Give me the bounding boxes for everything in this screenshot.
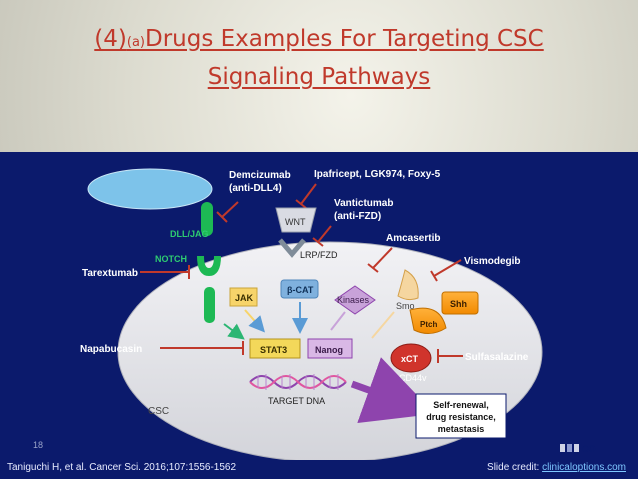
notch-receptor-stem (204, 287, 215, 323)
sulfasalazine-label: Sulfasalazine (465, 352, 529, 363)
page-number: 18 (33, 440, 44, 450)
target-dna-label: TARGET DNA (268, 396, 325, 406)
beta-cat-box (280, 279, 319, 299)
logo-text: CO (582, 444, 596, 454)
clinical-options-logo: CO (560, 444, 596, 454)
credit-label: Slide credit: (487, 462, 543, 473)
dll-jag-ligand (201, 202, 213, 236)
shh-box (441, 291, 479, 315)
demcizumab-label: Demcizumab (229, 170, 291, 181)
sulfasalazine-inhibitor (437, 349, 463, 363)
demcizumab-inhibitor (216, 201, 239, 223)
jak-label: JAK (235, 293, 254, 303)
napabucasin-label: Napabucasin (80, 344, 142, 355)
smo-receptor (397, 269, 419, 301)
kinases-label: Kinases (337, 295, 370, 305)
footer-bar (0, 460, 638, 479)
xct-label: xCT (401, 354, 419, 364)
title-line2: Signaling Pathways (207, 64, 431, 90)
notch-receptor-cup (197, 256, 221, 276)
stat3-box (249, 338, 301, 359)
neighbor-cell (87, 168, 213, 210)
lrp-fzd-label: LRP/FZD (300, 250, 338, 260)
ipafricept-label: Ipafricept, LGK974, Foxy-5 (314, 169, 441, 180)
csc-label: CSC (148, 406, 169, 417)
ptch-label: Ptch (420, 320, 437, 329)
outcome-line2: drug resistance, (426, 412, 496, 422)
nanog-label: Nanog (315, 345, 343, 355)
slide-title: (4)(a)Drugs Examples For Targeting CSC S… (0, 22, 638, 94)
vantictumab-label: Vantictumab (334, 198, 393, 209)
vantictumab-inhibitor (312, 225, 332, 247)
vismodegib-label: Vismodegib (464, 256, 521, 267)
ptch-receptor (409, 307, 447, 334)
kinases-box (334, 285, 376, 315)
napabucasin-inhibitor (160, 341, 244, 355)
nanog-box (307, 338, 353, 359)
stat3-label: STAT3 (260, 345, 287, 355)
notch-arrow (223, 323, 245, 340)
title-line1: Drugs Examples For Targeting CSC (145, 26, 544, 52)
title-prefix: (4) (94, 26, 127, 52)
shh-label: Shh (450, 299, 467, 309)
smo-arrow (371, 311, 395, 339)
kinases-arrow (330, 311, 346, 331)
notch-label: NOTCH (155, 254, 187, 264)
outcome-line1: Self-renewal, (433, 400, 489, 410)
tarextumab-inhibitor (140, 265, 190, 279)
dna-helix (249, 374, 347, 390)
pathway-diagram-panel: DLL/JAG NOTCH Demcizumab (anti-DLL4) Ipa… (0, 152, 638, 464)
amcasertib-label: Amcasertib (386, 233, 440, 244)
outcome-box (415, 393, 507, 439)
smo-label: Smo (396, 301, 415, 311)
demcizumab-note: (anti-DLL4) (229, 183, 282, 194)
credit-link[interactable]: clinicaloptions.com (542, 462, 626, 473)
citation-text: Taniguchi H, et al. Cancer Sci. 2016;107… (7, 462, 237, 473)
beta-cat-label: β-CAT (287, 285, 314, 295)
slide-credit: Slide credit: clinicaloptions.com (487, 462, 626, 473)
jak-box (229, 287, 258, 307)
vantictumab-note: (anti-FZD) (334, 211, 381, 222)
amcasertib-inhibitor (367, 247, 393, 273)
title-sub: (a) (126, 35, 145, 50)
tarextumab-label: Tarextumab (82, 268, 138, 279)
outcome-line3: metastasis (438, 424, 485, 434)
wnt-ligand (275, 207, 317, 233)
cd44v-label: CD44v (399, 373, 427, 383)
vismodegib-inhibitor (430, 259, 462, 282)
jak-arrow (244, 309, 265, 333)
wnt-label: WNT (285, 217, 306, 227)
dll-jag-label: DLL/JAG (170, 229, 209, 239)
ipafricept-inhibitor (295, 183, 317, 209)
pathway-diagram: DLL/JAG NOTCH Demcizumab (anti-DLL4) Ipa… (80, 168, 543, 463)
lrp-fzd-receptor (278, 238, 306, 258)
outcome-arrow (350, 357, 435, 424)
